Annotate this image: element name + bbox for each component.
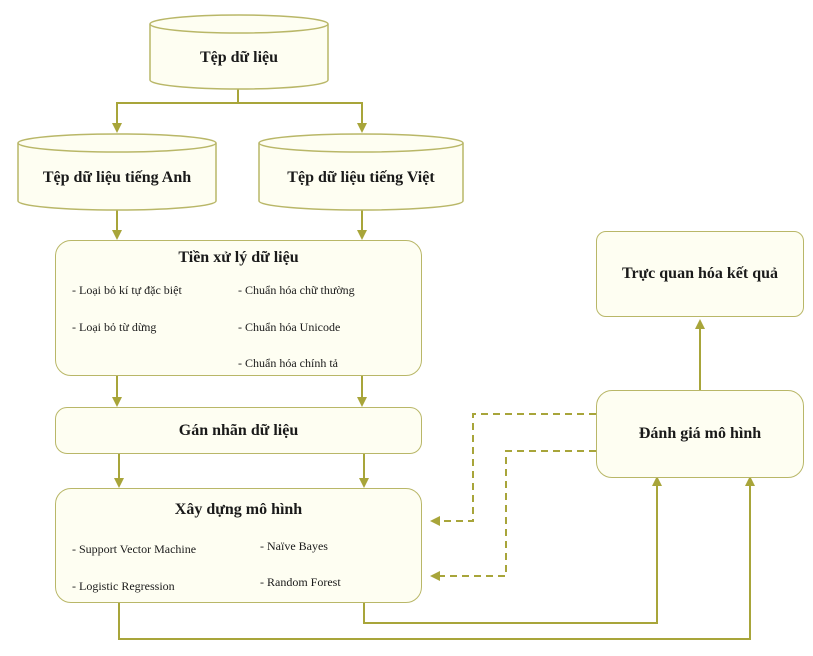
feedback-arrow-lower: [430, 450, 596, 581]
model-building-box: Xây dựng mô hình - Support Vector Machin…: [55, 488, 422, 603]
model-algorithm: - Naïve Bayes: [260, 539, 328, 553]
labeling-title: Gán nhãn dữ liệu: [178, 421, 299, 439]
source-data-cylinder: Tệp dữ liệu: [149, 14, 329, 90]
preprocessing-step: - Chuẩn hóa chính tả: [238, 356, 338, 370]
english-data-cylinder: Tệp dữ liệu tiếng Anh: [17, 133, 217, 211]
labeling-box: Gán nhãn dữ liệu: [55, 407, 422, 454]
english-data-label: Tệp dữ liệu tiếng Anh: [42, 169, 192, 186]
preprocessing-step: - Loại bỏ kí tự đặc biệt: [72, 283, 182, 297]
visualization-title: Trực quan hóa kết quả: [621, 265, 778, 282]
evaluation-title: Đánh giá mô hình: [638, 425, 762, 442]
preprocessing-step: - Loại bỏ từ dừng: [72, 320, 157, 334]
arrow-modeling-to-evaluation-outer: [118, 476, 755, 640]
vietnamese-data-cylinder: Tệp dữ liệu tiếng Việt: [258, 133, 464, 211]
preprocessing-box: Tiền xử lý dữ liệu - Loại bỏ kí tự đặc b…: [55, 240, 422, 376]
preprocessing-title: Tiền xử lý dữ liệu: [178, 249, 299, 266]
model-algorithm: - Support Vector Machine: [72, 542, 197, 556]
model-building-title: Xây dựng mô hình: [174, 501, 303, 518]
model-algorithm: - Logistic Regression: [72, 579, 175, 593]
cylinder-shape: [17, 133, 217, 211]
source-data-label: Tệp dữ liệu: [199, 49, 279, 66]
model-algorithm: - Random Forest: [260, 575, 341, 589]
arrow-source-to-english: [112, 88, 239, 133]
vietnamese-data-label: Tệp dữ liệu tiếng Việt: [287, 169, 435, 186]
preprocessing-step: - Chuẩn hóa chữ thường: [238, 283, 355, 297]
evaluation-box: Đánh giá mô hình: [596, 390, 804, 478]
cylinder-shape: [258, 133, 464, 211]
cylinder-shape: [149, 14, 329, 90]
arrow-modeling-to-evaluation-inner: [363, 476, 662, 624]
visualization-box: Trực quan hóa kết quả: [596, 231, 804, 317]
arrow-source-to-vietnamese: [238, 102, 367, 133]
preprocessing-step: - Chuẩn hóa Unicode: [238, 320, 341, 334]
feedback-arrow-upper: [430, 413, 596, 526]
